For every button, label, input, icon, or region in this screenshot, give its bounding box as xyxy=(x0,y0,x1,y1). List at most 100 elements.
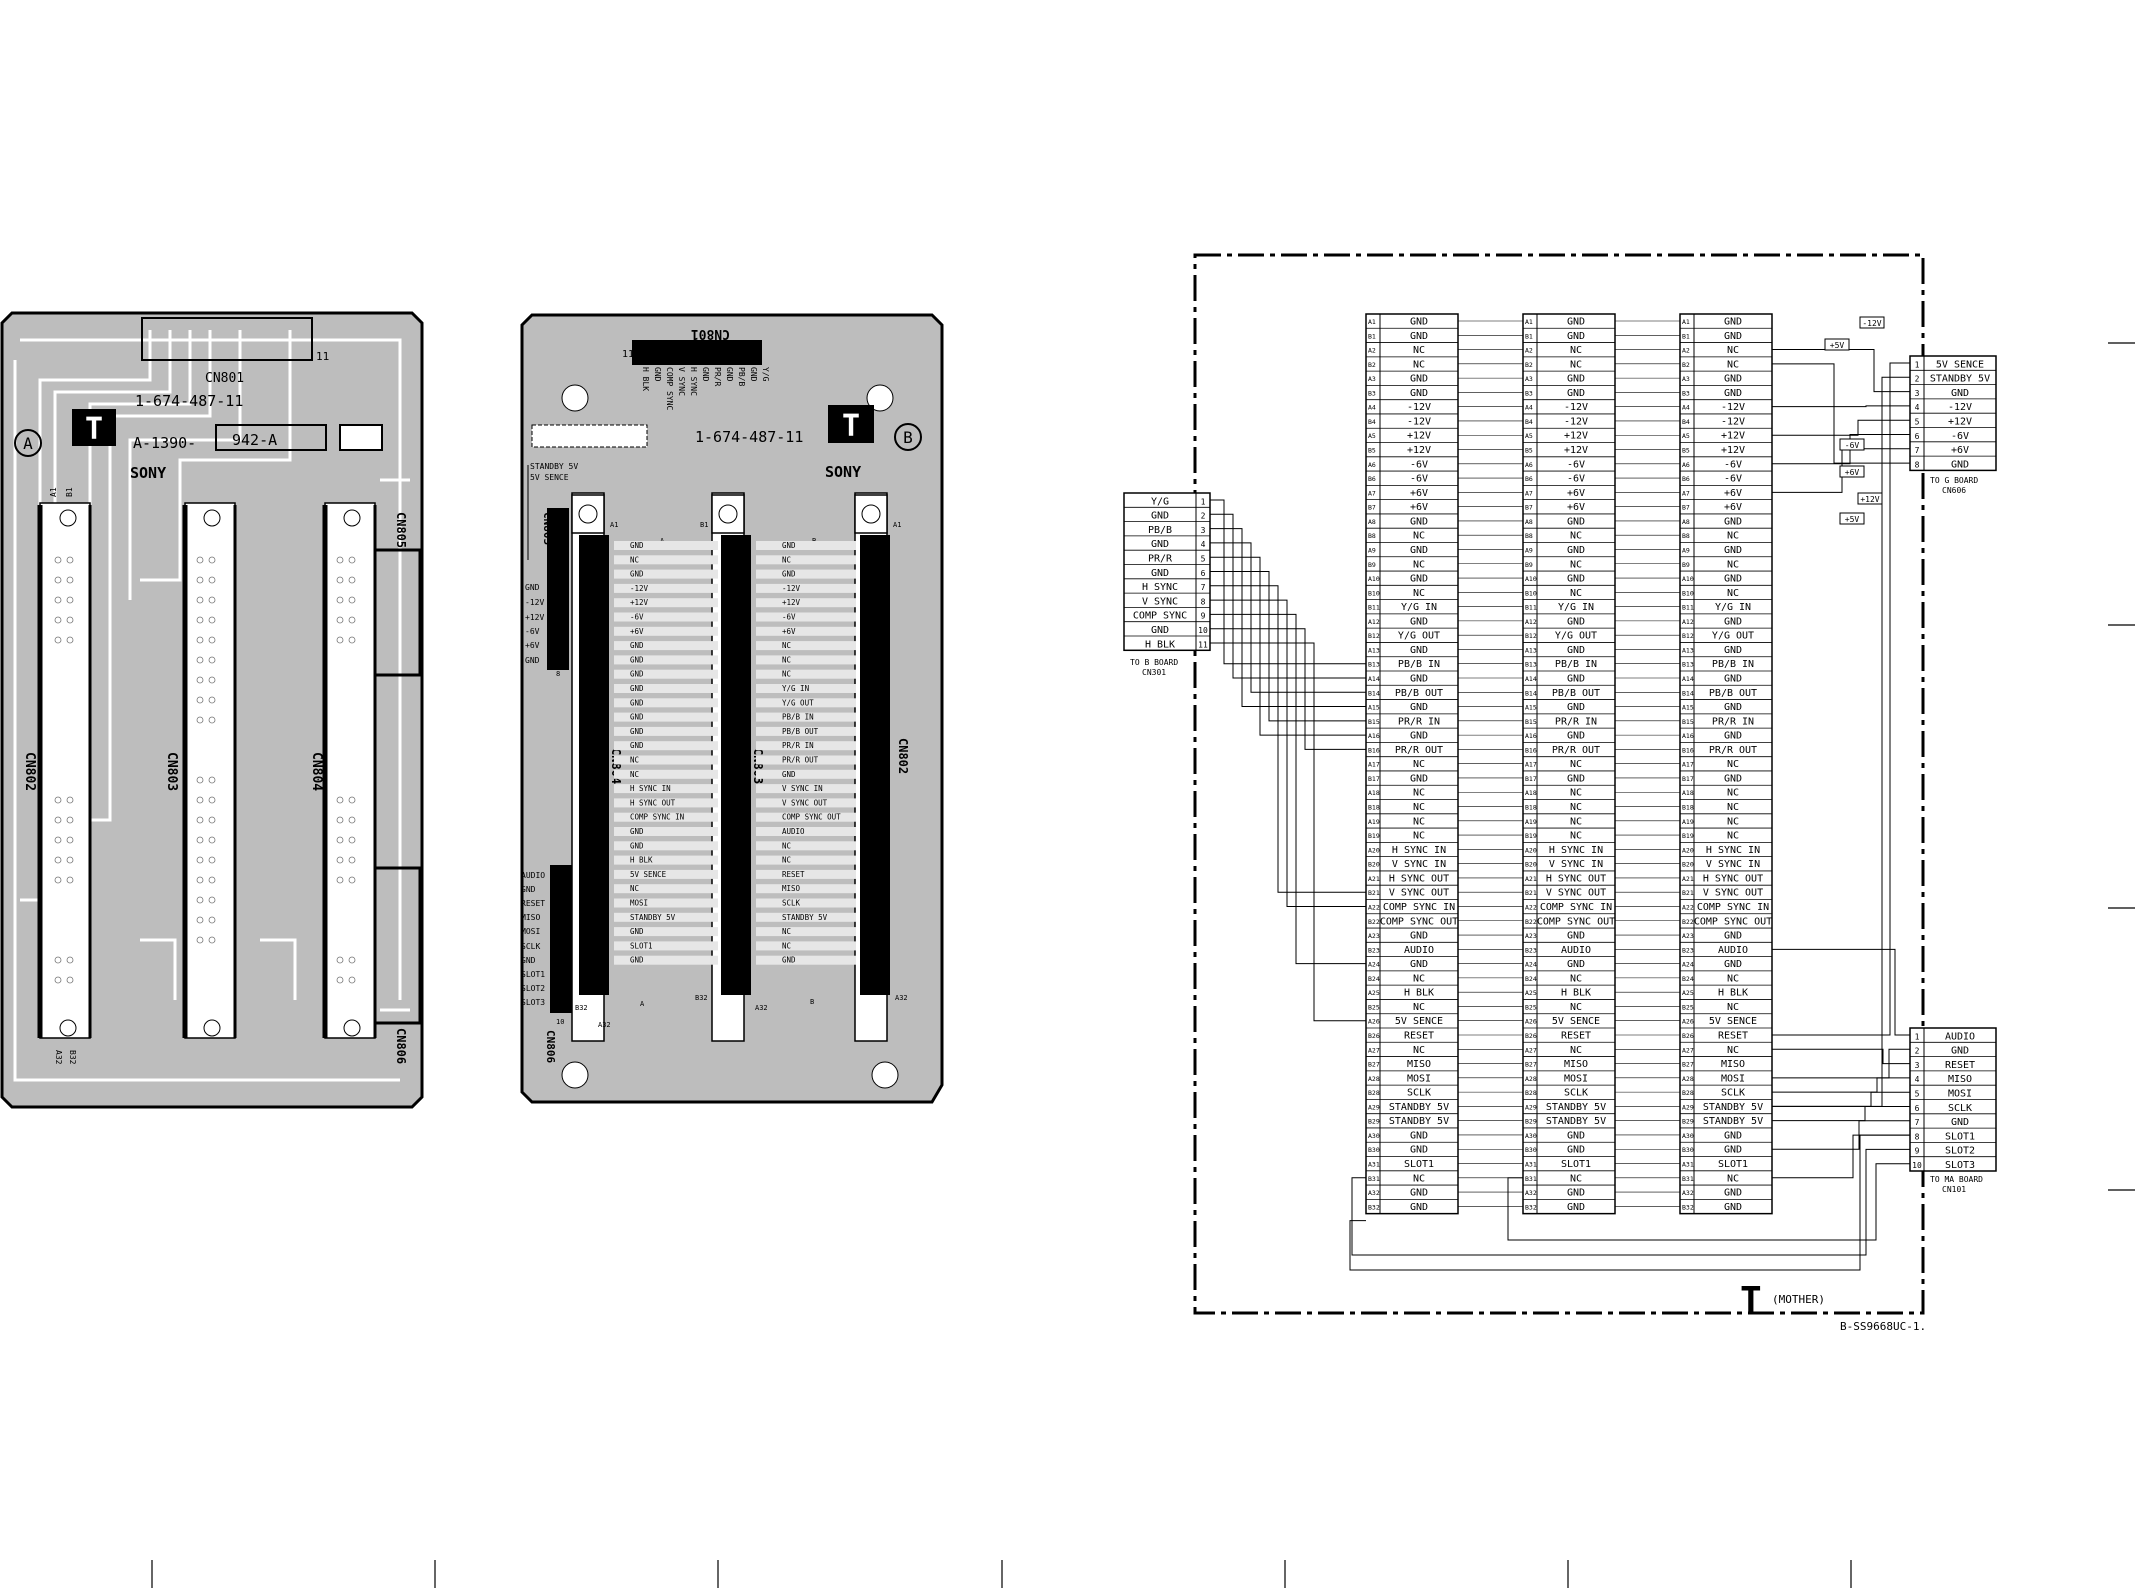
slot-pin-signal: MISO xyxy=(1564,1059,1588,1070)
trace-label: NC xyxy=(782,555,791,564)
trace-row xyxy=(614,598,718,608)
left-board-number-prefix: A-1390- xyxy=(133,434,196,452)
left-slot-1: CN802 xyxy=(22,502,92,1039)
trace-label: NC xyxy=(782,856,791,865)
slot-pin-signal: COMP SYNC IN xyxy=(1697,902,1769,913)
slot-table-frame xyxy=(1522,313,1616,1215)
slot-pin-number: A21 xyxy=(1368,875,1380,883)
slot-pin-number: B5 xyxy=(1525,447,1533,455)
slot-pin-number: B12 xyxy=(1525,632,1537,640)
slot-pin-number: A20 xyxy=(1525,846,1537,854)
wire xyxy=(1772,419,1910,436)
slot-pin-number: A14 xyxy=(1525,675,1537,683)
connector-pin-signal: GND xyxy=(1951,1046,1969,1057)
connector-pin-number: 5 xyxy=(1915,418,1920,427)
slot-pin-number: B10 xyxy=(1525,589,1537,597)
slot-pin-number: B18 xyxy=(1525,804,1537,812)
slot-pin-number: B7 xyxy=(1682,504,1690,512)
slot-pin-number: B25 xyxy=(1525,1003,1537,1011)
slot-pin-signal: NC xyxy=(1727,1002,1739,1013)
slot-pin-signal: GND xyxy=(1724,773,1742,784)
rail-label-box xyxy=(1839,438,1865,451)
trace-row xyxy=(614,912,718,922)
left-cn806-label: CN806 xyxy=(394,1028,408,1064)
right-pin-b-bot: B xyxy=(810,998,814,1006)
trace-label: -6V xyxy=(630,613,644,622)
slot-pin-signal: +12V xyxy=(1721,431,1745,442)
slot-pin-signal: -6V xyxy=(1410,459,1428,470)
slot-pin-signal: GND xyxy=(1724,545,1742,556)
connector-pin-signal: H BLK xyxy=(1145,639,1175,650)
slot-pin-signal: GND xyxy=(1724,616,1742,627)
slot-pin-signal: Y/G IN xyxy=(1715,602,1751,613)
slot-pin-signal: GND xyxy=(1567,731,1585,742)
slot-pin-signal: GND xyxy=(1724,674,1742,685)
slot-pin-signal: H SYNC OUT xyxy=(1389,873,1449,884)
slot-pin-number: A30 xyxy=(1525,1132,1537,1140)
rail-label-box xyxy=(1839,465,1865,478)
slot-pin-number: B21 xyxy=(1682,889,1694,897)
slot-pin-signal: GND xyxy=(1724,374,1742,385)
slot-pin-number: B3 xyxy=(1682,389,1690,397)
slot-pin-number: A7 xyxy=(1682,489,1690,497)
slot-pin-number: A26 xyxy=(1682,1018,1694,1026)
slot-pin-signal: SLOT1 xyxy=(1561,1159,1591,1170)
slot-pin-signal: GND xyxy=(1567,702,1585,713)
connector-pin-number: 5 xyxy=(1915,1090,1920,1099)
slot-pin-number: A28 xyxy=(1682,1075,1694,1083)
slot-pin-number: A31 xyxy=(1525,1161,1537,1169)
slot-pin-signal: NC xyxy=(1727,531,1739,542)
slot-pin-number: A29 xyxy=(1368,1103,1380,1111)
connector-pin-number: 6 xyxy=(1915,432,1920,441)
slot-pin-number: A13 xyxy=(1368,646,1380,654)
slot-pin-number: A15 xyxy=(1368,704,1380,712)
slot-pin-number: B27 xyxy=(1525,1061,1537,1069)
slot-pin-signal: -12V xyxy=(1407,416,1431,427)
left-pin-a32: A32 xyxy=(54,1050,63,1065)
trace-label: GND xyxy=(782,570,796,579)
trace-row xyxy=(756,655,856,665)
connector-pin-number: 7 xyxy=(1201,583,1206,592)
slot-pin-number: A5 xyxy=(1368,432,1376,440)
slot-pin-number: B23 xyxy=(1682,946,1694,954)
trace-row xyxy=(614,827,718,836)
trace-row xyxy=(756,726,856,736)
trace-row xyxy=(756,927,856,937)
slot-pin-number: A17 xyxy=(1525,761,1537,769)
slot-table-frame xyxy=(1679,313,1773,1215)
slot-pin-number: B32 xyxy=(1682,1203,1694,1211)
slot-pin-signal: GND xyxy=(1567,1202,1585,1213)
connector-pin-signal: AUDIO xyxy=(1945,1031,1975,1042)
wire xyxy=(1772,363,1910,464)
slot-pin-signal: +6V xyxy=(1724,488,1742,499)
slot-pin-number: A15 xyxy=(1525,704,1537,712)
slot-pin-signal: V SYNC OUT xyxy=(1703,888,1763,899)
trace-label: GND xyxy=(630,698,644,707)
slot-pin-number: A19 xyxy=(1525,818,1537,826)
trace-label: NC xyxy=(782,641,791,650)
slot-pin-signal: GND xyxy=(1567,574,1585,585)
trace-row xyxy=(756,684,856,693)
slot-pin-signal: Y/G OUT xyxy=(1712,631,1754,642)
trace-label: H SYNC IN xyxy=(630,784,671,793)
slot-pin-number: B27 xyxy=(1368,1061,1380,1069)
connector-pin-number: 3 xyxy=(1201,526,1206,535)
slot-pin-number: A29 xyxy=(1682,1103,1694,1111)
left-slot-2-label: CN803 xyxy=(164,752,179,791)
trace-label: PB/B OUT xyxy=(782,727,819,736)
slot-pin-number: A3 xyxy=(1525,375,1533,383)
connector-pin-number: 4 xyxy=(1915,403,1920,412)
slot-pin-signal: GND xyxy=(1410,1130,1428,1141)
slot-pin-signal: NC xyxy=(1727,559,1739,570)
slot-pin-number: B3 xyxy=(1368,389,1376,397)
connector-pin-signal: +12V xyxy=(1948,417,1972,428)
slot-pin-number: B8 xyxy=(1682,532,1690,540)
connector-pin-signal: GND xyxy=(1151,511,1169,522)
slot-pin-signal: NC xyxy=(1570,973,1582,984)
page-edge-ticks xyxy=(151,342,2135,1588)
connector-pin-signal: GND xyxy=(1151,568,1169,579)
